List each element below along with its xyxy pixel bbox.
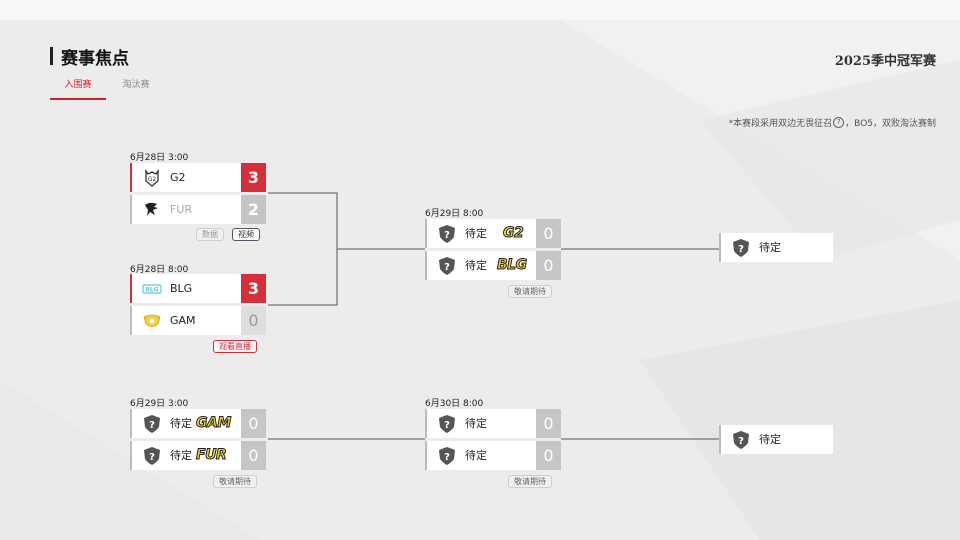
- team-name: 待定: [759, 241, 781, 254]
- team-score: 0: [241, 306, 266, 335]
- shield-question-icon: ?: [142, 446, 162, 466]
- gam-badge: GAM: [196, 415, 232, 432]
- team-score: 3: [241, 274, 266, 303]
- svg-text:?: ?: [738, 436, 744, 447]
- match4-team2-row[interactable]: ? 待定 FUR 0: [130, 441, 266, 470]
- team-score: 3: [241, 163, 266, 192]
- team-name: 待定: [465, 259, 487, 272]
- g2-logo-icon: G2: [142, 168, 162, 188]
- match4-team1-row[interactable]: ? 待定 GAM 0: [130, 409, 266, 438]
- watch-live-button[interactable]: 观看直播: [213, 340, 257, 353]
- match3-team2-row[interactable]: ? 待定 BLG 0: [425, 251, 561, 280]
- fur-logo-icon: [142, 200, 162, 220]
- svg-text:?: ?: [444, 420, 450, 431]
- event-name: 2025季中冠军赛: [834, 54, 936, 69]
- match-time: 6月29日 8:00: [425, 209, 484, 219]
- svg-text:?: ?: [444, 262, 450, 273]
- fur-badge: FUR: [195, 447, 227, 464]
- match-time: 6月29日 3:00: [130, 399, 189, 409]
- team-name: 待定: [759, 433, 781, 446]
- team-score: 0: [536, 409, 561, 438]
- coming-soon-tag: 敬请期待: [508, 475, 552, 488]
- match2-team2-row[interactable]: GAM 0: [130, 306, 266, 335]
- svg-text:?: ?: [149, 452, 155, 463]
- tab-knockout[interactable]: 淘汰赛: [122, 80, 150, 90]
- svg-text:?: ?: [444, 452, 450, 463]
- team-score: 2: [241, 195, 266, 224]
- video-button[interactable]: 视频: [232, 228, 260, 241]
- shield-question-icon: ?: [437, 414, 457, 434]
- svg-text:G2: G2: [148, 176, 157, 183]
- match-time: 6月28日 3:00: [130, 153, 189, 163]
- shield-question-icon: ?: [142, 414, 162, 434]
- team-name: 待定: [170, 449, 192, 462]
- section-title-text: 赛事焦点: [61, 48, 129, 69]
- match5-team1-row[interactable]: ? 待定 0: [425, 409, 561, 438]
- format-note-text-after: ，BO5，双败淘汰赛制: [845, 119, 936, 129]
- shield-question-icon: ?: [731, 238, 751, 262]
- svg-text:?: ?: [444, 230, 450, 241]
- svg-text:?: ?: [149, 420, 155, 431]
- format-note-text-before: *本赛段采用双边无畏征召: [728, 119, 833, 129]
- blg-badge: BLG: [497, 257, 528, 274]
- shield-question-icon: ?: [437, 446, 457, 466]
- top-band: [0, 0, 960, 20]
- blg-logo-icon: BLG: [142, 279, 162, 299]
- help-icon[interactable]: ?: [833, 117, 845, 128]
- stats-button[interactable]: 数据: [196, 228, 224, 241]
- team-score: 0: [241, 441, 266, 470]
- shield-question-icon: ?: [731, 430, 751, 454]
- match-time: 6月30日 8:00: [425, 399, 484, 409]
- title-bar-decoration: [50, 47, 53, 65]
- team-score: 0: [536, 441, 561, 470]
- team-name: 待定: [465, 417, 487, 430]
- tab-play-in[interactable]: 入围赛: [50, 78, 106, 100]
- coming-soon-tag: 敬请期待: [213, 475, 257, 488]
- match5-team2-row[interactable]: ? 待定 0: [425, 441, 561, 470]
- match-time: 6月28日 8:00: [130, 265, 189, 275]
- shield-question-icon: ?: [437, 224, 457, 244]
- match3-team1-row[interactable]: ? 待定 G2 0: [425, 219, 561, 248]
- svg-text:?: ?: [738, 244, 744, 255]
- section-title: 赛事焦点: [50, 45, 129, 69]
- team-score: 0: [241, 409, 266, 438]
- svg-text:BLG: BLG: [145, 287, 158, 294]
- upper-final-slot[interactable]: ? 待定: [719, 233, 833, 262]
- team-name: 待定: [170, 417, 192, 430]
- team-score: 0: [536, 251, 561, 280]
- gam-logo-icon: [142, 311, 162, 331]
- team-name: BLG: [170, 282, 193, 295]
- g2-badge: G2: [502, 225, 524, 242]
- match1-team2-row[interactable]: FUR 2: [130, 195, 266, 224]
- team-name: G2: [170, 171, 186, 184]
- format-note: *本赛段采用双边无畏征召 ? ，BO5，双败淘汰赛制: [729, 116, 936, 129]
- team-name: FUR: [170, 203, 193, 216]
- lower-final-slot[interactable]: ? 待定: [719, 425, 833, 454]
- match2-team1-row[interactable]: BLG BLG 3: [130, 274, 266, 303]
- match1-team1-row[interactable]: G2 G2 3: [130, 163, 266, 192]
- shield-question-icon: ?: [437, 256, 457, 276]
- team-name: GAM: [170, 314, 196, 327]
- stage-tabs: 入围赛 淘汰赛: [50, 78, 164, 100]
- team-name: 待定: [465, 449, 487, 462]
- coming-soon-tag: 敬请期待: [508, 285, 552, 298]
- team-name: 待定: [465, 227, 487, 240]
- team-score: 0: [536, 219, 561, 248]
